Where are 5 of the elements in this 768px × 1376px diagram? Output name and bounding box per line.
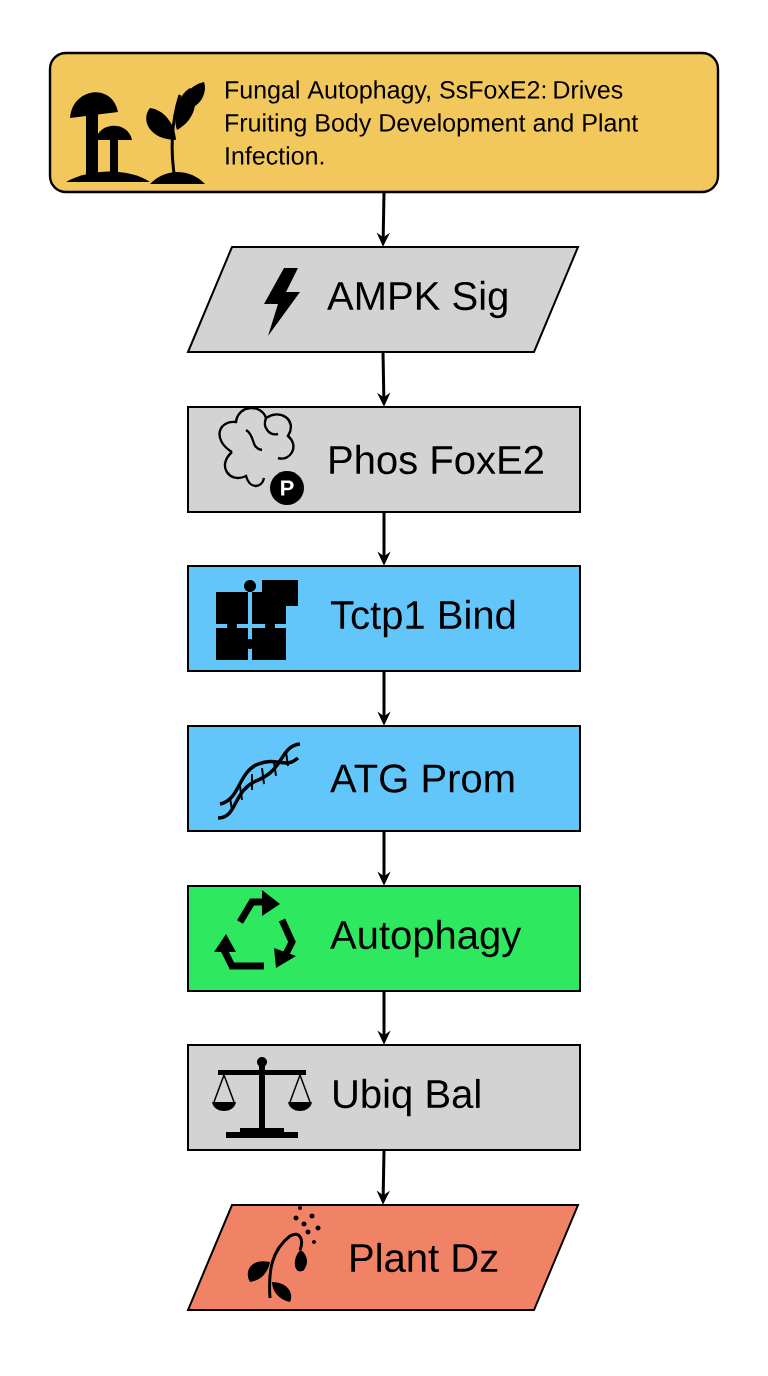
process-box: Ubiq Bal bbox=[187, 1044, 581, 1151]
process-box: ATG Prom bbox=[187, 725, 581, 832]
title-box: Fungal Autophagy, SsFoxE2: Drives Fruiting Body Development and Plant Infection. bbox=[48, 51, 720, 194]
process-box: Autophagy bbox=[187, 885, 581, 992]
phosphate-badge: P bbox=[270, 471, 304, 505]
